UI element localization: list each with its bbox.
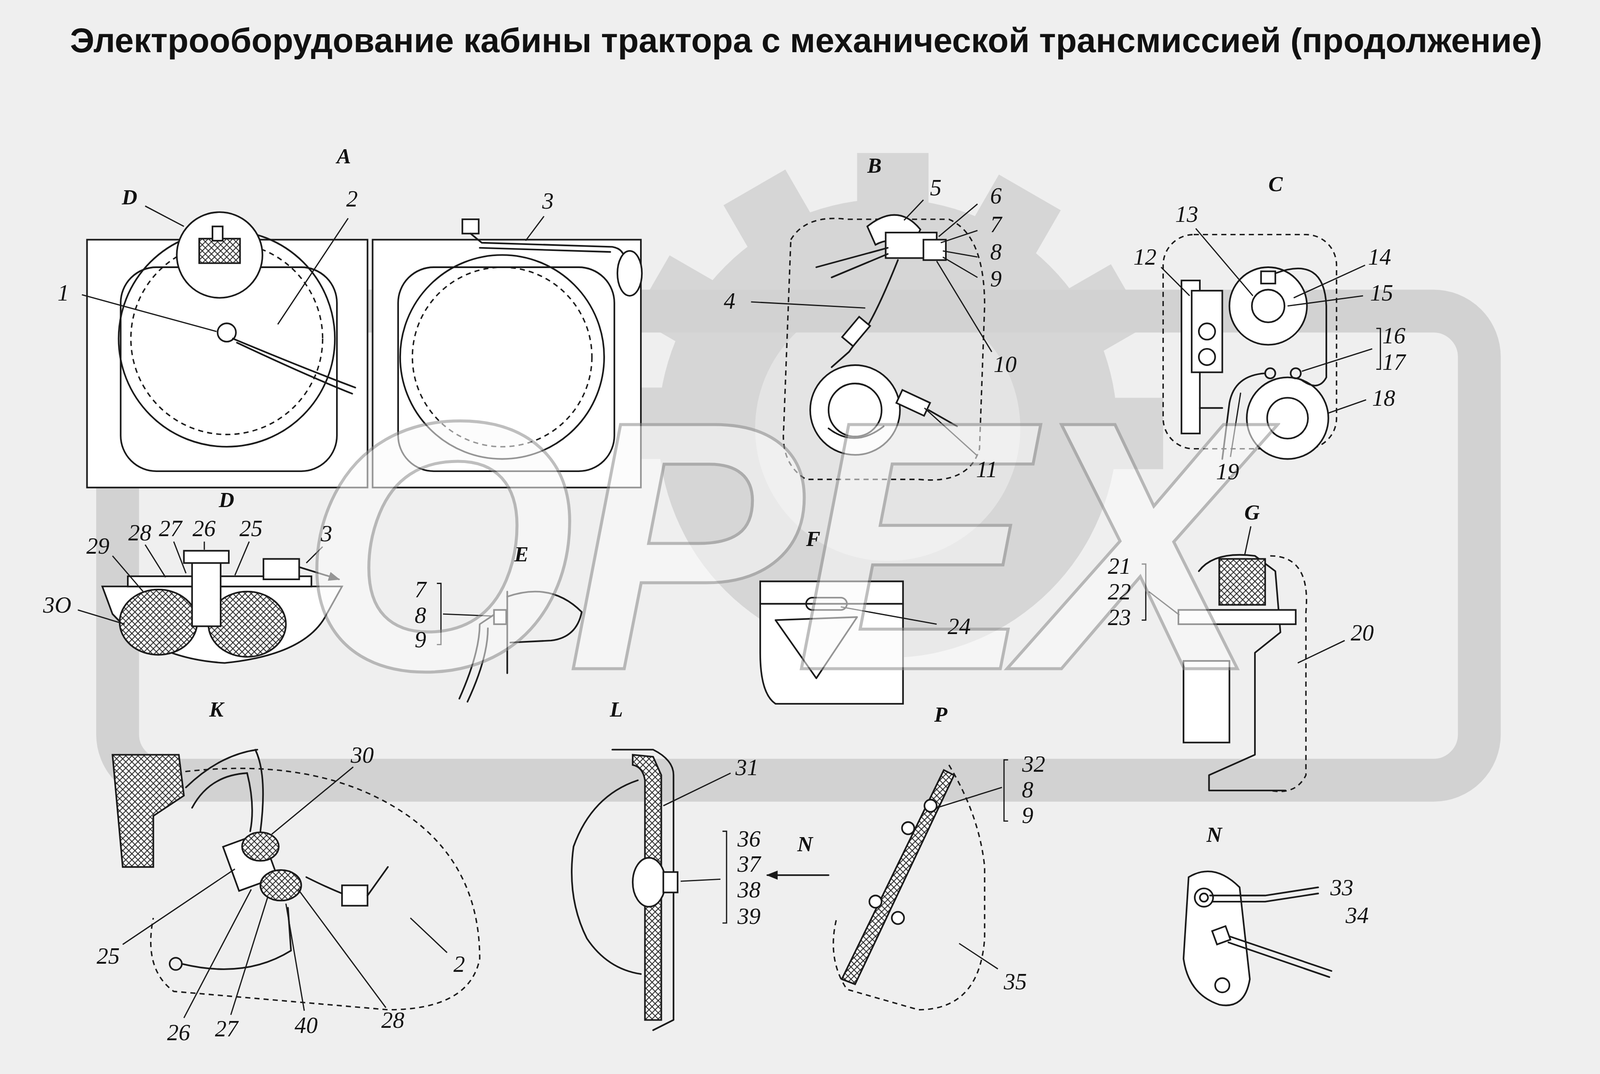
callout-number: 34: [1345, 903, 1369, 927]
callout-number: 8: [990, 240, 1002, 264]
callout-number: 23: [1107, 605, 1131, 629]
callout-number: 11: [976, 457, 998, 482]
view-g-relay: [1141, 526, 1345, 792]
view-letter: A: [336, 145, 352, 167]
view-e-bracket: [436, 583, 582, 703]
callout-number: 39: [737, 904, 761, 928]
callout-number: 2: [346, 187, 358, 211]
view-b-socket: [750, 200, 992, 481]
callout-number: 17: [1382, 350, 1406, 374]
view-k-clamp: [112, 749, 480, 1018]
callout-number: 6: [990, 184, 1002, 208]
view-letter: D: [218, 489, 235, 511]
callout-number: 20: [1350, 621, 1374, 645]
callout-number: 4: [723, 289, 736, 313]
callout-number: 5: [929, 176, 942, 200]
view-letter: N: [1206, 823, 1223, 846]
callout-number: 7: [414, 578, 427, 602]
callout-number: 7: [990, 212, 1002, 237]
callout-number: 35: [1003, 970, 1028, 994]
logo-band: [117, 311, 1480, 781]
callout-number: 28: [128, 521, 152, 545]
title: Электрооборудование кабины трактора с ме…: [40, 20, 1572, 61]
callout-number: 12: [1133, 245, 1157, 269]
callout-number: 14: [1368, 245, 1392, 269]
callout-number: 2: [453, 952, 465, 976]
view-letter: P: [934, 703, 948, 726]
view-a-headlamps: [82, 206, 643, 488]
callout-number: 26: [167, 1021, 191, 1045]
callout-number: 30: [350, 743, 374, 767]
callout-number: 27: [159, 516, 183, 541]
watermark: OPEX: [299, 368, 1252, 724]
callout-number: 8: [1021, 778, 1034, 802]
view-letter: C: [1268, 173, 1283, 195]
callout-number: 21: [1107, 554, 1131, 578]
view-letter: K: [209, 698, 224, 721]
callout-number: 26: [192, 516, 216, 541]
callout-number: 3: [320, 522, 333, 546]
view-c-panel: [1160, 228, 1381, 459]
callout-number: 36: [737, 827, 761, 851]
callout-number: 27: [215, 1017, 239, 1041]
callout-number: 8: [414, 603, 427, 627]
view-l-lamp: [571, 749, 829, 1031]
callout-number: 3O: [43, 593, 72, 617]
callout-number: 16: [1382, 324, 1406, 348]
callout-number: 18: [1372, 386, 1396, 410]
callout-number: 24: [947, 614, 971, 638]
view-letter: E: [514, 543, 529, 565]
callout-number: 25: [239, 516, 263, 541]
callout-number: 28: [381, 1008, 405, 1032]
callout-number: 32: [1022, 752, 1046, 776]
callout-number: 3: [542, 189, 554, 213]
callout-number: 37: [737, 852, 761, 876]
callout-number: 9: [990, 267, 1002, 291]
view-letter: G: [1244, 501, 1260, 523]
view-letter: L: [609, 698, 623, 721]
callout-number: 33: [1330, 876, 1354, 900]
view-letter: D: [121, 186, 138, 208]
view-n-terminal: [1183, 871, 1332, 1006]
callout-number: 40: [294, 1013, 318, 1037]
callout-number: 31: [735, 755, 759, 780]
view-d-mount: [77, 541, 343, 664]
view-f-slot: [760, 581, 937, 704]
callout-number: 19: [1216, 460, 1240, 484]
callout-number: 38: [737, 878, 761, 902]
view-letter: N: [797, 833, 813, 855]
callout-number: 15: [1369, 281, 1394, 305]
callout-number: 9: [414, 628, 427, 652]
view-letter: B: [867, 154, 882, 177]
callout-number: 9: [1021, 803, 1034, 827]
callout-number: 10: [993, 352, 1017, 376]
view-letter: F: [805, 528, 821, 550]
callout-number: 1: [57, 281, 69, 305]
callout-number: 29: [86, 534, 110, 558]
callout-number: 13: [1174, 202, 1199, 226]
view-p-mount: [833, 759, 1009, 1010]
callout-number: 22: [1107, 580, 1131, 604]
callout-number: 25: [96, 944, 120, 968]
